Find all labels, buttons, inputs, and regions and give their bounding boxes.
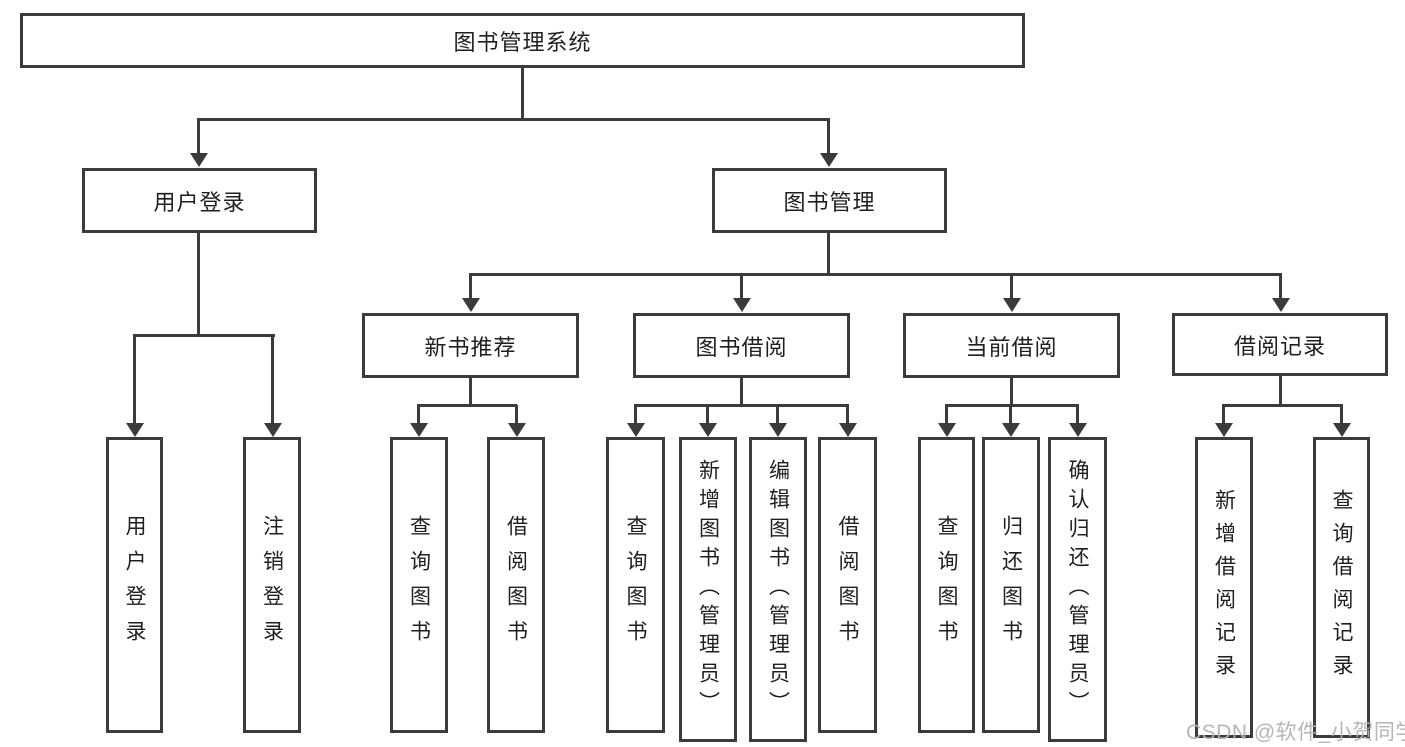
arrow-down-icon [1340,405,1343,424]
node-book-management: 图书管理 [712,168,947,233]
arrow-down-icon [1222,405,1225,424]
leaf-add-borrow-record: 新增借阅记录 [1195,437,1253,738]
node-label: 用户登录 [153,189,246,215]
leaf-search-borrow-record: 查询借阅记录 [1313,437,1370,738]
arrow-down-icon [417,405,420,424]
connector-line [827,233,830,274]
leaf-logout: 注销登录 [243,437,301,733]
arrow-down-icon [1279,274,1282,299]
arrow-down-icon [1076,405,1079,424]
node-label: 新书推荐 [424,334,517,360]
node-book-borrowing: 图书借阅 [633,313,850,378]
leaf-label: 确认归还（管理员） [1066,459,1089,720]
leaf-label: 查询借阅记录 [1330,488,1353,687]
leaf-borrow-books: 借阅图书 [818,437,877,733]
arrow-down-icon [1009,405,1012,424]
leaf-label: 查询图书 [407,515,431,655]
connector-line [469,378,472,406]
leaf-label: 查询图书 [624,515,647,655]
node-label: 借阅记录 [1233,333,1326,359]
connector-line [469,273,1282,276]
leaf-user-login: 用户登录 [106,437,163,733]
connector-line [417,404,517,407]
connector-line [521,68,524,119]
arrow-down-icon [1010,274,1013,299]
leaf-label: 借阅图书 [504,515,528,655]
leaf-label: 注销登录 [260,515,284,655]
arrow-down-icon [827,119,830,154]
connector-line [1279,376,1282,406]
leaf-label: 借阅图书 [836,515,859,655]
leaf-label: 归还图书 [999,515,1023,655]
arrow-down-icon [776,405,779,424]
leaf-label: 编辑图书（管理员） [766,459,790,720]
arrow-down-icon [133,335,136,424]
arrow-down-icon [469,274,472,299]
node-new-book-recommendation: 新书推荐 [362,313,579,378]
node-label: 图书管理系统 [453,29,592,55]
leaf-confirm-return-admin: 确认归还（管理员） [1048,437,1107,742]
arrow-down-icon [706,405,709,424]
node-current-borrowing: 当前借阅 [903,313,1120,378]
connector-line [740,378,743,406]
watermark: CSDN @软件_小贺同学 [1186,721,1405,744]
connector-line [197,233,200,336]
leaf-return-books: 归还图书 [982,437,1040,733]
node-label: 当前借阅 [965,334,1058,360]
node-user-login: 用户登录 [82,168,317,233]
node-library-management-system: 图书管理系统 [20,13,1025,68]
arrow-down-icon [197,119,200,154]
leaf-edit-books-admin: 编辑图书（管理员） [749,437,807,742]
connector-line [634,404,849,407]
leaf-label: 查询图书 [935,515,958,655]
leaf-search-books: 查询图书 [606,437,665,733]
leaf-search-books: 查询图书 [390,437,448,733]
arrow-down-icon [740,274,743,299]
arrow-down-icon [515,405,518,424]
leaf-borrow-books: 借阅图书 [487,437,545,733]
connector-line [1222,404,1343,407]
leaf-search-books: 查询图书 [918,437,975,733]
connector-line [1010,378,1013,406]
node-borrowing-records: 借阅记录 [1172,313,1388,376]
arrow-down-icon [634,405,637,424]
connector-line [133,334,275,337]
leaf-label: 用户登录 [123,515,146,655]
arrow-down-icon [945,405,948,424]
arrow-down-icon [846,405,849,424]
leaf-label: 新增借阅记录 [1212,488,1236,687]
connector-line [945,404,1079,407]
arrow-down-icon [271,335,274,424]
leaf-add-books-admin: 新增图书（管理员） [679,437,737,742]
connector-line [197,118,830,121]
leaf-label: 新增图书（管理员） [696,459,720,720]
node-label: 图书管理 [783,189,876,215]
node-label: 图书借阅 [695,334,788,360]
